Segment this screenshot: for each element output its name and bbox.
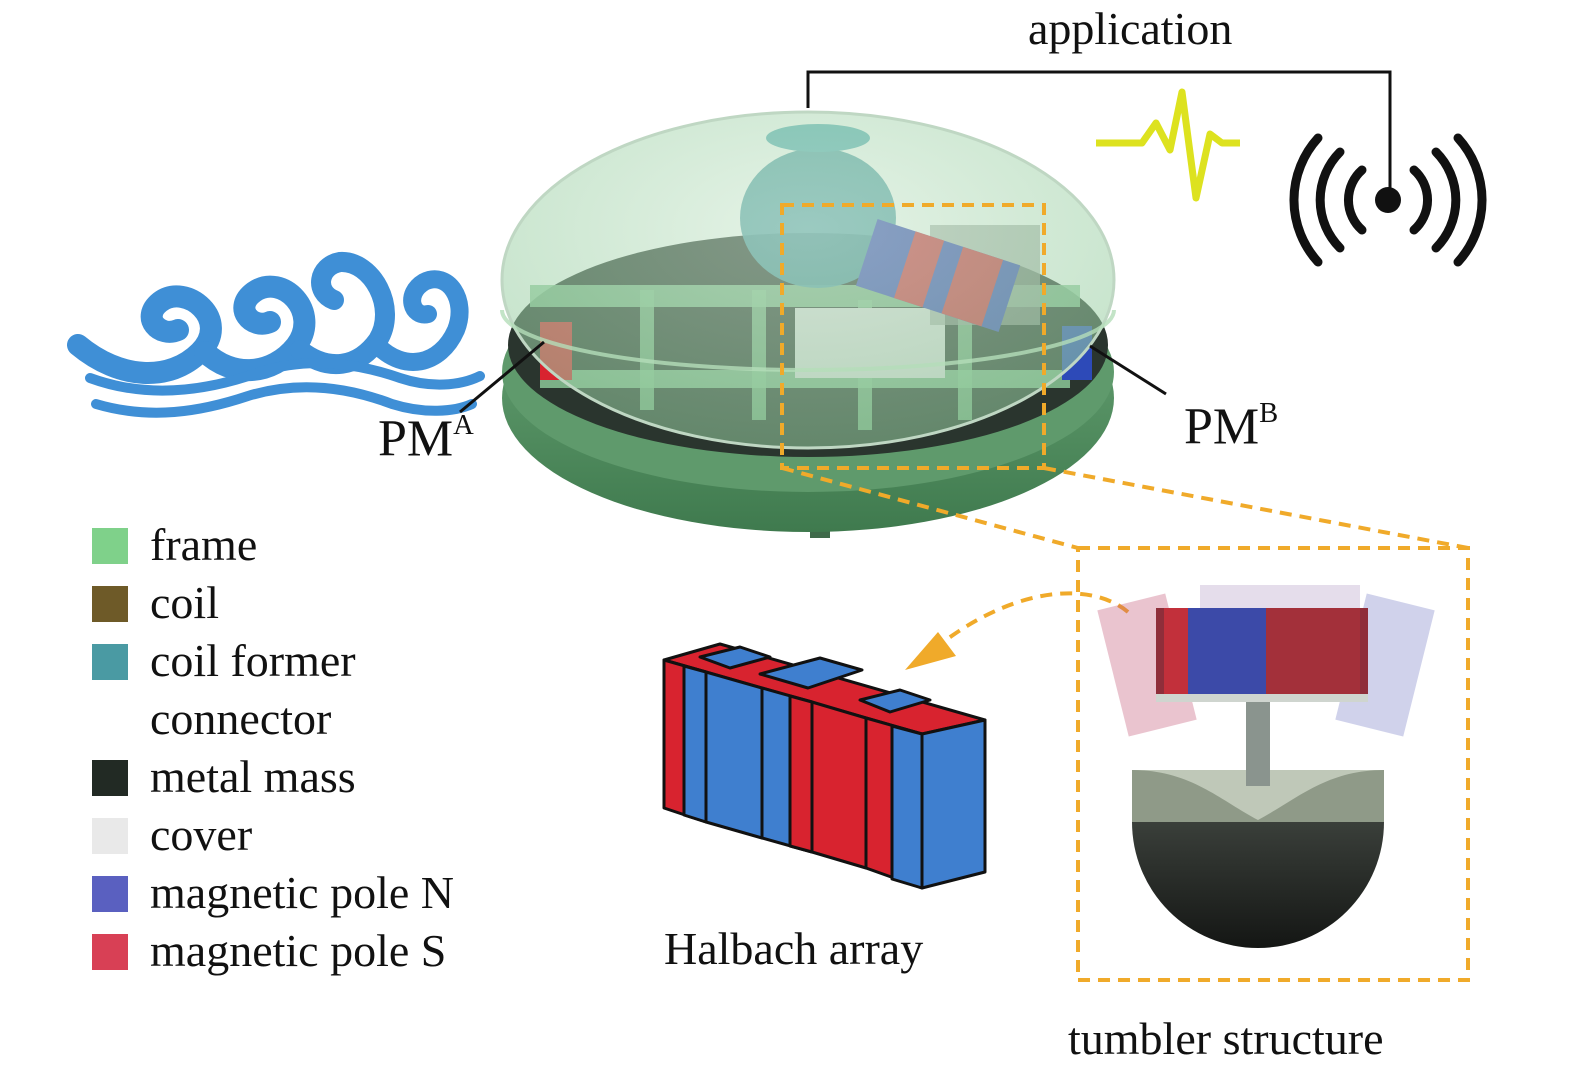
legend-label: magnetic pole N bbox=[150, 867, 455, 918]
zoom-highlight bbox=[780, 203, 1470, 982]
device-body bbox=[500, 110, 1116, 538]
legend-swatch bbox=[92, 934, 128, 970]
legend-swatch bbox=[92, 818, 128, 854]
legend-swatch bbox=[92, 644, 128, 680]
wave-icon bbox=[67, 252, 485, 418]
pm-a-superscript: A bbox=[453, 410, 474, 441]
application-label: application bbox=[1028, 3, 1233, 54]
legend-swatch bbox=[92, 876, 128, 912]
signal-zigzag-icon bbox=[1096, 88, 1240, 202]
legend-label: cover bbox=[150, 809, 253, 860]
pm-b-main: PM bbox=[1184, 398, 1260, 456]
legend-label: magnetic pole S bbox=[150, 925, 447, 976]
legend-swatch bbox=[92, 702, 128, 738]
pm-b-label: PMB bbox=[1184, 398, 1279, 456]
legend-label: metal mass bbox=[150, 751, 356, 802]
pm-a-label: PMA bbox=[378, 410, 474, 468]
application-connector-lines bbox=[806, 70, 1392, 196]
halbach-arrow bbox=[905, 591, 1130, 670]
pm-a-main: PM bbox=[378, 410, 454, 468]
legend-swatch bbox=[92, 528, 128, 564]
legend-label: connector bbox=[150, 693, 332, 744]
halbach-array-label: Halbach array bbox=[664, 923, 924, 974]
legend-label: frame bbox=[150, 519, 258, 570]
legend-label: coil bbox=[150, 577, 219, 628]
halbach-array bbox=[662, 642, 987, 890]
pm-b-superscript: B bbox=[1259, 398, 1279, 429]
wireless-broadcast-icon bbox=[1289, 133, 1487, 267]
tumbler-structure-label: tumbler structure bbox=[1068, 1013, 1384, 1064]
legend-swatch bbox=[92, 586, 128, 622]
legend-swatch bbox=[92, 760, 128, 796]
pm-pointer-lines bbox=[459, 340, 1167, 414]
legend-label: coil former bbox=[150, 635, 356, 686]
tumbler-structure bbox=[1097, 585, 1435, 948]
